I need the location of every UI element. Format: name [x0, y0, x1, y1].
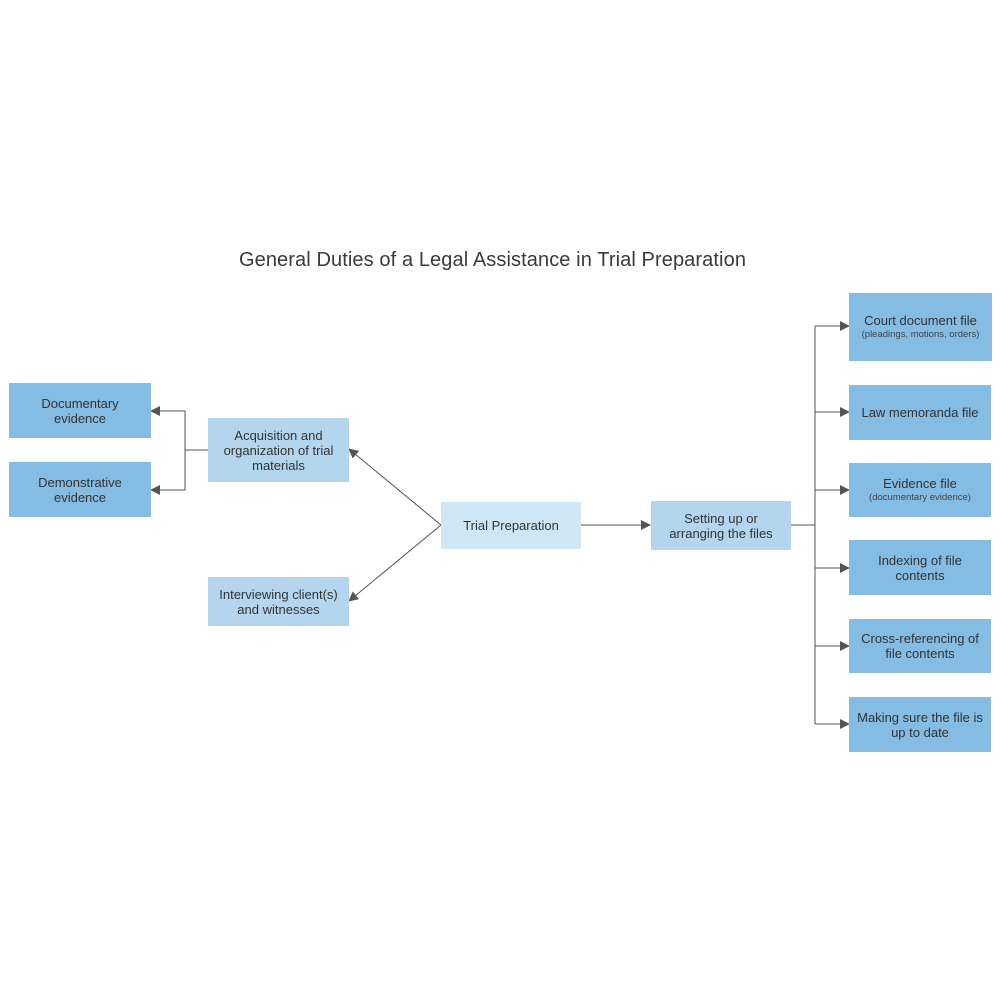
node-court-document-file[interactable]: Court document file (pleadings, motions,…: [849, 293, 992, 361]
node-label: Interviewing client(s) and witnesses: [219, 586, 338, 617]
node-trial-preparation[interactable]: Trial Preparation: [441, 502, 581, 549]
diagram-title: General Duties of a Legal Assistance in …: [238, 249, 747, 271]
node-setting-up[interactable]: Setting up or arranging the files: [651, 501, 791, 550]
connector-acquisition-demonstrative: [150, 450, 186, 495]
node-cross-referencing[interactable]: Cross-referencing of file contents: [849, 619, 991, 673]
node-label: Acquisition and organization of trial ma…: [223, 427, 334, 473]
node-label: Demonstrative evidence: [38, 474, 122, 505]
node-up-to-date[interactable]: Making sure the file is up to date: [849, 697, 991, 752]
connector-center-acquisition: [348, 448, 442, 526]
connector-center-interviewing: [348, 524, 442, 602]
connector-acquisition-documentary: [150, 406, 208, 451]
node-label: Cross-referencing of file contents: [861, 631, 979, 661]
node-law-memoranda-file[interactable]: Law memoranda file: [849, 385, 991, 440]
node-indexing[interactable]: Indexing of file contents: [849, 540, 991, 595]
node-label: Setting up or arranging the files: [669, 510, 773, 541]
node-evidence-file[interactable]: Evidence file (documentary evidence): [849, 463, 991, 517]
node-acquisition[interactable]: Acquisition and organization of trial ma…: [208, 418, 349, 482]
node-label: Making sure the file is up to date: [857, 709, 983, 740]
node-demonstrative-evidence[interactable]: Demonstrative evidence: [9, 462, 151, 517]
node-label: Trial Preparation: [463, 518, 559, 533]
node-label: Court document file: [864, 313, 977, 328]
node-label: Law memoranda file: [861, 405, 979, 420]
node-label: Indexing of file contents: [878, 552, 962, 583]
node-label: Documentary evidence: [41, 395, 119, 426]
node-documentary-evidence[interactable]: Documentary evidence: [9, 383, 151, 438]
node-label: Evidence file: [883, 476, 957, 491]
node-interviewing[interactable]: Interviewing client(s) and witnesses: [208, 577, 349, 626]
node-sublabel: (documentary evidence): [869, 492, 971, 503]
node-sublabel: (pleadings, motions, orders): [861, 329, 980, 340]
